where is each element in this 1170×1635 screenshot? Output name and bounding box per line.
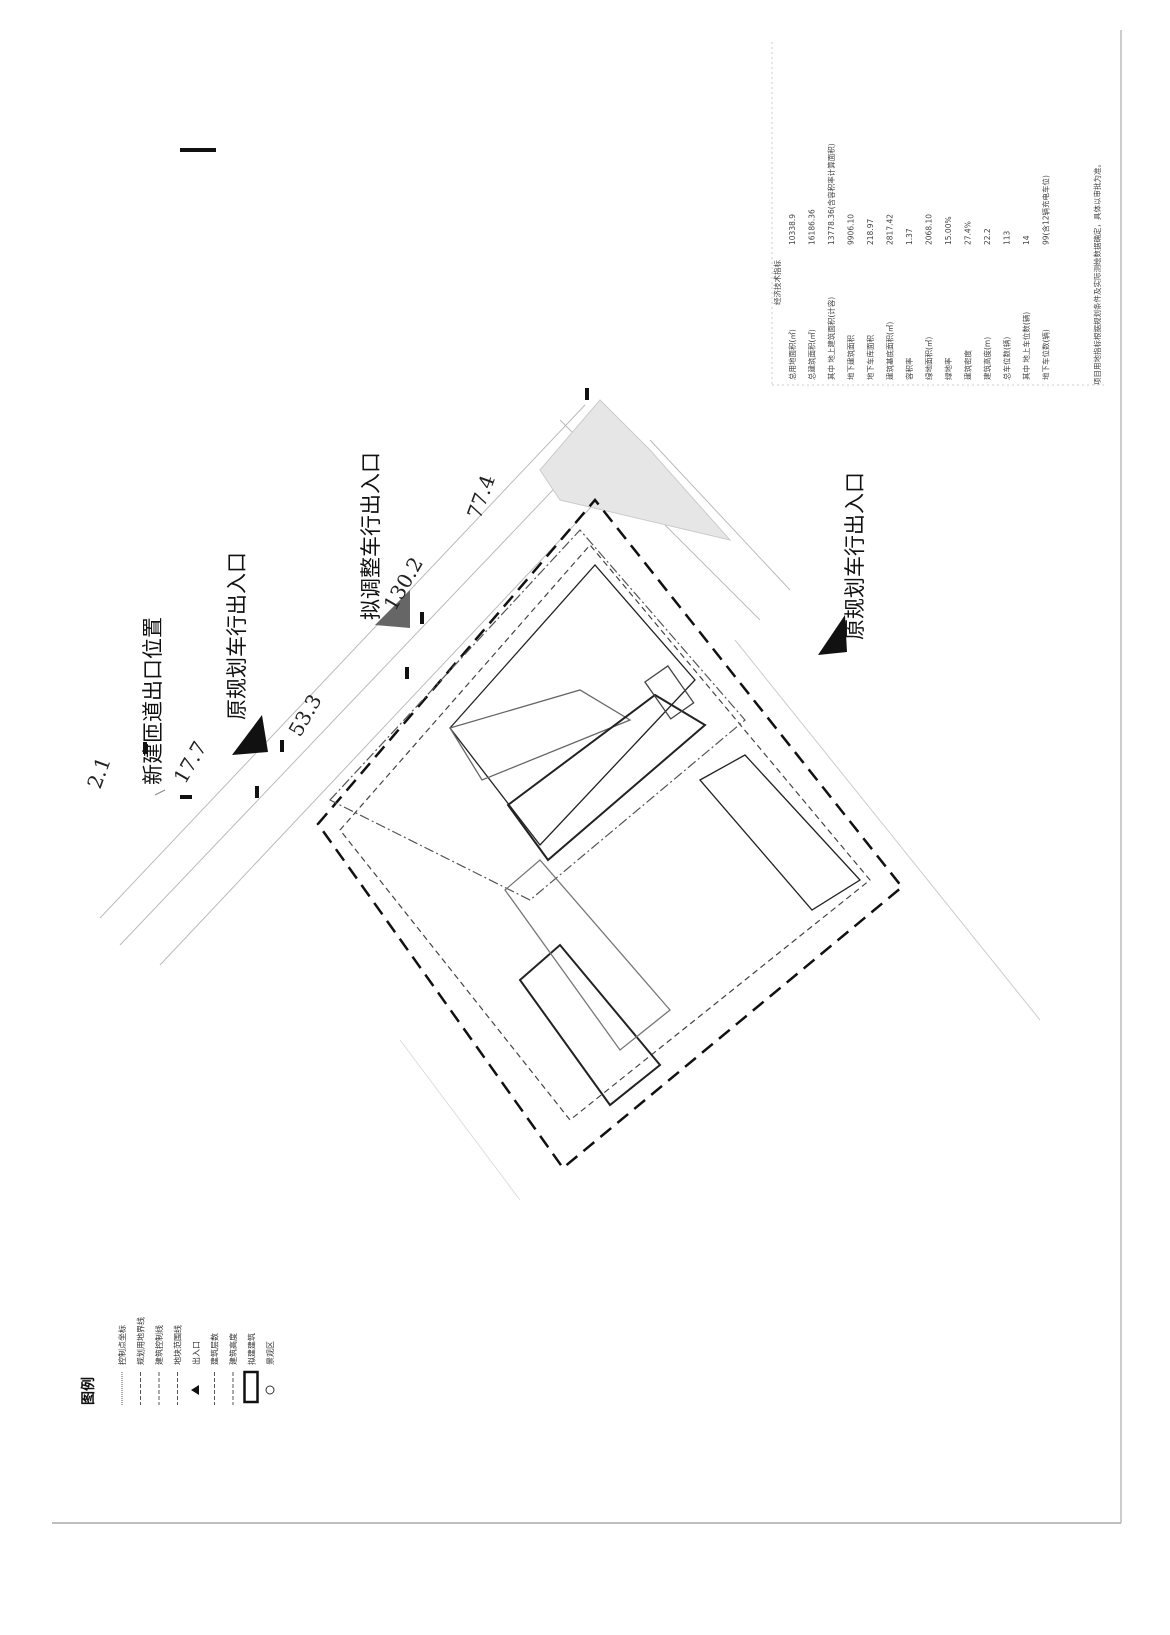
legend-item: 建筑层数 [210,1333,220,1405]
building-d [698,754,862,911]
dimension-77-4: 77.4 [462,472,500,522]
dimension-2-1: 2.1 [82,754,115,792]
table-row-label: 地下建筑面积 [846,335,856,380]
building-control-line [339,544,871,1121]
table-row-label: 地下车位数(辆) [1041,329,1051,380]
entrance-dashes [143,388,589,799]
legend-item-label: 地块范围线 [173,1325,183,1365]
legend-item-label: 景观区 [266,1341,275,1365]
legend-item: 建筑控制线 [154,1325,164,1405]
table-row-label: 其中 地上车位数(辆) [1021,312,1031,380]
stair-block [644,665,695,720]
table-row-label: 建筑基底面积(㎡) [885,322,895,380]
table-row-value: 10338.9 [788,214,797,245]
table-row-label: 总用地面积(㎡) [787,329,797,380]
legend-item: 景观区 [265,1341,275,1395]
building-b [506,693,707,862]
table-row-value: 13778.36(含容积率计算面积) [826,143,836,245]
building-a-inner [448,689,632,781]
legend-item: 规划用地界线 [136,1317,146,1405]
building-c [518,943,662,1107]
table-row-label: 容积率 [904,357,914,380]
table-row-label: 绿地率 [943,357,953,380]
entrance-triangle-icon [375,590,410,628]
legend-item: 地块范围线 [173,1325,183,1405]
legend-item-label: 建筑高度 [228,1333,238,1365]
original-entrance-label-2: 原规划车行出入口 [843,472,867,640]
table-row-value: 99(含12辆充电车位) [1041,175,1051,245]
table-row-label: 总建筑面积(㎡) [807,329,817,380]
table-row-label: 绿地面积(㎡) [924,337,934,380]
table-row-value: 218.97 [866,219,875,245]
legend-item-label: 建筑控制线 [154,1325,164,1365]
landscape-icon [265,1385,275,1395]
table-row-value: 27.4% [964,221,973,245]
dimension-53-3: 53.3 [284,690,327,741]
buildings [448,564,862,1107]
legend-item: 拟建建筑 [243,1333,259,1404]
legend-item: 控制点坐标 [117,1325,127,1405]
new-ramp-exit-label: 新建匝道出口位置 [141,617,165,785]
legend-title: 图例 [80,1377,97,1405]
legend-item-label: 拟建建筑 [247,1333,257,1365]
roads [99,399,1041,1201]
table-row-value: 1.37 [905,228,914,245]
dimension-17-7: 17.7 [169,737,212,788]
table-row-label: 其中 地上建筑面积(计容) [826,297,836,380]
legend-item-label: 控制点坐标 [117,1325,127,1365]
legend-item-label: 出入口 [191,1341,201,1365]
leader-line [154,789,166,796]
table-row-value: 2817.42 [886,214,895,245]
legend-item: 出入口 [191,1341,201,1395]
entrance-triangle-icon [232,715,268,755]
table-row-label: 建筑密度 [963,350,973,380]
table-row-value: 15.00% [944,216,953,245]
table-row-label: 建筑高度(m) [982,337,992,380]
dimension-130-2: 130.2 [379,553,428,615]
north-mark [180,148,216,152]
entrance-triangle-icon [191,1385,199,1395]
table-row-value: 113 [1003,230,1012,245]
table-row-label: 总车位数(辆) [1002,337,1012,380]
table-row-value: 14 [1022,235,1031,245]
proposed-building-icon [243,1370,259,1404]
table-row-value: 2068.10 [925,214,934,245]
table-row-value: 16186.36 [808,209,817,245]
legend: 图例 控制点坐标规划用地界线建筑控制线地块范围线出入口建筑层数建筑高度拟建建筑景… [80,1317,275,1405]
original-entrance-label-1: 原规划车行出入口 [225,552,249,720]
legend-item-label: 规划用地界线 [136,1317,146,1365]
table-row-value: 9906.10 [847,214,856,245]
table-row-label: 地下车库面积 [865,335,875,380]
table-note: 项目用地指标根据规划条件及实际测绘数据确定，具体以审批为准。 [1092,160,1102,385]
plot-boundary-line [329,529,746,901]
technical-indicators-table: 经济技术指标 项目用地指标根据规划条件及实际测绘数据确定，具体以审批为准。 总用… [771,42,1106,386]
building-e [504,859,671,1051]
land-boundary-line [316,498,904,1170]
legend-item-label: 建筑层数 [210,1333,220,1365]
legend-item: 建筑高度 [228,1333,238,1405]
site-boundaries [316,498,904,1170]
proposed-entrance-label: 拟调整车行出入口 [359,452,383,620]
entrance-triangle-icon [818,615,847,655]
table-title: 经济技术指标 [772,260,782,305]
building-a [449,564,696,847]
table-row-value: 22.2 [983,228,992,245]
